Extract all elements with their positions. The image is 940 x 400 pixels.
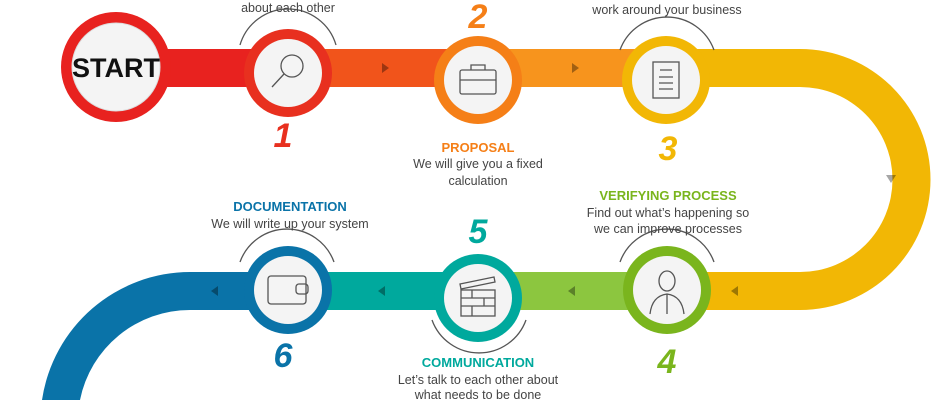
magnifier-icon [271, 54, 304, 88]
step-desc: We will write up your system [211, 217, 368, 231]
step-desc: Find out what’s happening so [587, 206, 749, 220]
step-desc: what needs to be done [414, 388, 542, 400]
step-4[interactable]: 4 VERIFYING PROCESS Find out what’s happ… [587, 188, 749, 381]
step-desc: work around your business [591, 3, 741, 17]
start-node[interactable]: START [61, 12, 171, 122]
wallet-icon [267, 275, 309, 305]
step-6[interactable]: 6 DOCUMENTATION We will write up your sy… [211, 199, 368, 375]
step-number: 4 [657, 343, 677, 381]
step-title: DOCUMENTATION [233, 199, 347, 214]
step-number: 3 [659, 130, 678, 168]
start-label: START [72, 53, 160, 83]
step-2[interactable]: 2 PROPOSAL We will give you a fixed calc… [413, 0, 543, 188]
step-title: VERIFYING PROCESS [599, 188, 737, 203]
step-desc: calculation [448, 174, 507, 188]
step-5[interactable]: 5 COMMUNICATION Let’s talk to each other… [398, 213, 559, 400]
step-title: COMMUNICATION [422, 355, 534, 370]
person-icon [649, 270, 685, 315]
clipboard-icon [652, 61, 680, 99]
briefcase-icon [459, 64, 497, 95]
step-number: 2 [468, 0, 488, 36]
step-number: 6 [274, 337, 294, 375]
step-3[interactable]: 3 work around your business [591, 3, 741, 168]
step-desc: Let’s talk to each other about [398, 373, 559, 387]
step-1[interactable]: 1 about each other [239, 1, 337, 155]
step-desc: We will give you a fixed [413, 157, 543, 171]
step-desc: about each other [241, 1, 335, 15]
step-title: PROPOSAL [442, 140, 515, 155]
clapperboard-icon [459, 276, 496, 317]
step-desc: we can improve processes [593, 222, 742, 236]
step-number: 1 [274, 117, 293, 155]
step-number: 5 [469, 213, 489, 251]
